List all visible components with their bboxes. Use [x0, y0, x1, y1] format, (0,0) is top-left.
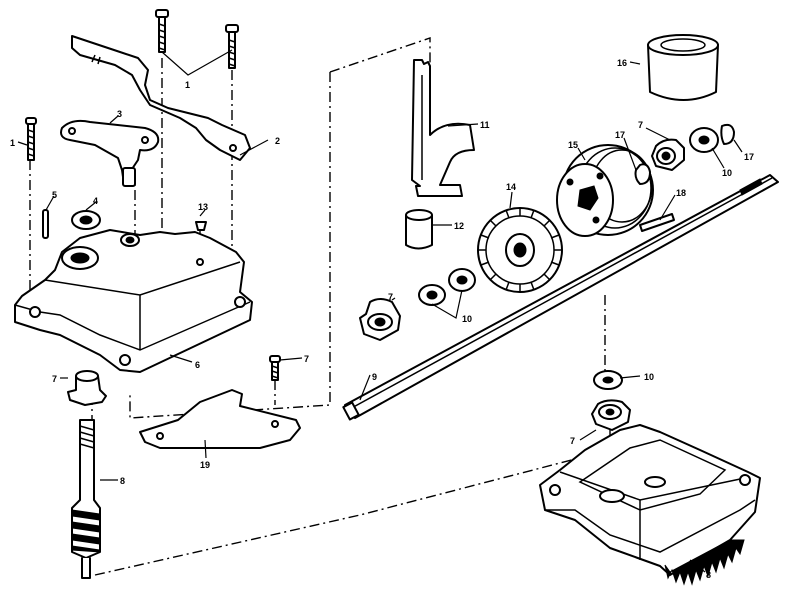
callout-2: 2 — [275, 136, 280, 146]
callout-19: 19 — [200, 460, 210, 470]
callout-1-side: 1 — [10, 138, 15, 148]
gear-part-14 — [477, 207, 563, 293]
ring-part-17-left — [634, 163, 651, 185]
bracket-part-2 — [71, 35, 251, 161]
callout-15: 15 — [568, 140, 578, 150]
washer-part-10-right — [689, 127, 719, 153]
callout-5: 5 — [52, 190, 57, 200]
callout-7-right: 7 — [638, 120, 643, 130]
callout-4: 4 — [93, 196, 98, 206]
callout-10-right: 10 — [722, 168, 732, 178]
screw-part-7-small — [269, 355, 281, 381]
callout-3: 3 — [117, 109, 122, 119]
housing-part-6 — [539, 424, 761, 586]
callout-1-top: 1 — [185, 80, 190, 90]
callout-7-lower: 7 — [570, 436, 575, 446]
callout-11: 11 — [480, 120, 490, 130]
bearing-part-12 — [405, 209, 433, 250]
bushing-part-7-right — [651, 138, 685, 171]
leader-lines — [17, 49, 743, 573]
fork-part-11 — [411, 59, 475, 197]
collar-part-16 — [647, 34, 719, 101]
callout-7-middle: 7 — [388, 292, 393, 302]
bolt-part-1-left — [155, 9, 169, 53]
callout-8-housing: 8 — [706, 570, 711, 580]
callout-17-left: 17 — [615, 130, 625, 140]
callout-17-right: 17 — [744, 152, 754, 162]
callout-18: 18 — [676, 188, 686, 198]
callout-10-lower: 10 — [644, 372, 654, 382]
worm-shaft-part-8 — [71, 419, 101, 579]
bushing-part-7-left — [67, 370, 107, 406]
callout-7-screw: 7 — [304, 354, 309, 364]
callout-6-case: 6 — [195, 360, 200, 370]
callout-12: 12 — [454, 221, 464, 231]
callout-16: 16 — [617, 58, 627, 68]
washer-part-10-b — [448, 268, 476, 292]
plate-part-19 — [139, 389, 301, 449]
pin-part-5 — [42, 209, 49, 239]
bolt-part-1-right — [225, 24, 239, 69]
gear-case-part-6 — [14, 229, 253, 373]
callout-labels: 1 1 2 3 4 5 6 13 7 8 19 7 11 12 14 15 16… — [10, 58, 754, 580]
washer-part-10-a — [418, 284, 446, 306]
shaft-part-9 — [342, 174, 779, 421]
washer-part-10-lower — [593, 370, 623, 390]
screw-part-13 — [195, 221, 207, 231]
ring-part-17-right — [720, 123, 735, 145]
link-arm-part-3 — [60, 119, 160, 187]
bolt-part-1-side — [25, 117, 37, 161]
callout-9: 9 — [372, 372, 377, 382]
callout-8: 8 — [120, 476, 125, 486]
callout-13: 13 — [198, 202, 208, 212]
washer-part-4 — [71, 210, 101, 230]
callout-7-left: 7 — [52, 374, 57, 384]
bushing-part-7-lower — [591, 399, 631, 431]
callout-14: 14 — [506, 182, 516, 192]
clutch-drum-part-15 — [556, 144, 654, 237]
bushing-part-7-middle — [359, 298, 401, 341]
callout-10-middle: 10 — [462, 314, 472, 324]
